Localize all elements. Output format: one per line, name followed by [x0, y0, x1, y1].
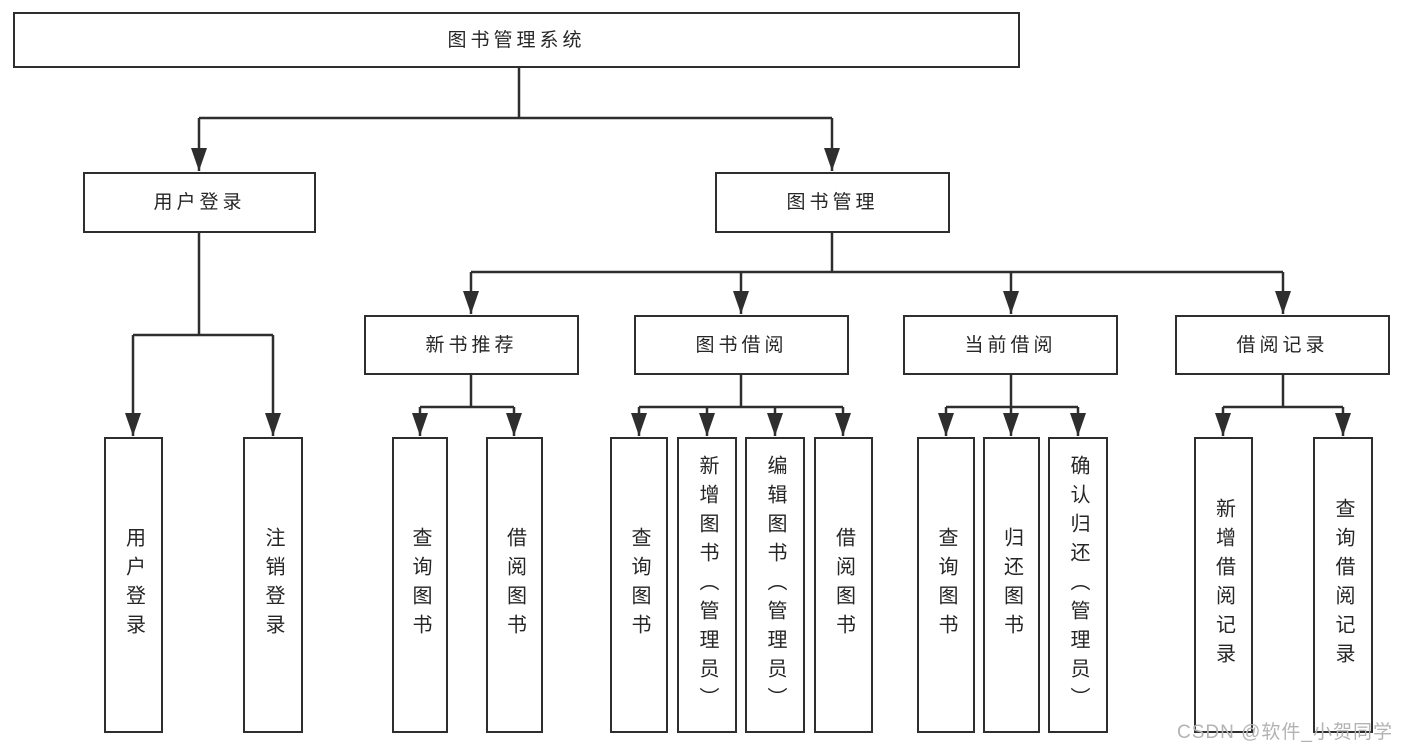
node-leaf-return-books-label: 归还图书: [1000, 527, 1023, 643]
node-current-borrowing: 当前借阅: [903, 315, 1118, 375]
node-leaf-query-books-2: 查询图书: [610, 437, 668, 733]
node-leaf-query-books-1-label: 查询图书: [409, 527, 431, 643]
node-borrowing-records: 借阅记录: [1175, 315, 1390, 375]
node-leaf-return-books: 归还图书: [983, 437, 1040, 733]
node-root: 图书管理系统: [13, 12, 1020, 68]
node-leaf-add-borrow-record: 新增借阅记录: [1194, 437, 1253, 733]
node-new-book-recommend-label: 新书推荐: [425, 334, 518, 356]
node-leaf-query-borrow-record-label: 查询借阅记录: [1332, 498, 1354, 672]
node-leaf-borrow-books-1: 借阅图书: [486, 437, 543, 733]
node-current-borrowing-label: 当前借阅: [964, 334, 1057, 356]
node-leaf-query-borrow-record: 查询借阅记录: [1313, 437, 1373, 733]
node-borrowing-records-label: 借阅记录: [1236, 334, 1329, 356]
node-book-management-label: 图书管理: [786, 192, 879, 213]
node-leaf-confirm-return-admin: 确认归还（管理员）: [1048, 437, 1108, 733]
node-user-login-branch: 用户登录: [83, 172, 316, 233]
node-user-login-branch-label: 用户登录: [153, 192, 246, 213]
node-leaf-query-books-3-label: 查询图书: [935, 527, 957, 643]
node-leaf-borrow-books-1-label: 借阅图书: [503, 527, 526, 643]
node-leaf-user-login: 用户登录: [104, 437, 163, 733]
node-leaf-logout-label: 注销登录: [262, 527, 284, 643]
node-leaf-edit-books-admin: 编辑图书（管理员）: [745, 437, 805, 733]
node-leaf-add-books-admin-label: 新增图书（管理员）: [696, 454, 718, 716]
node-root-label: 图书管理系统: [447, 29, 586, 51]
node-leaf-edit-books-admin-label: 编辑图书（管理员）: [764, 454, 786, 716]
node-book-borrowing-label: 图书借阅: [695, 334, 788, 356]
node-new-book-recommend: 新书推荐: [364, 315, 579, 375]
node-leaf-confirm-return-admin-label: 确认归还（管理员）: [1067, 454, 1089, 716]
node-leaf-borrow-books-2-label: 借阅图书: [832, 527, 855, 643]
node-leaf-query-books-2-label: 查询图书: [628, 527, 650, 643]
node-leaf-add-books-admin: 新增图书（管理员）: [677, 437, 737, 733]
node-leaf-query-books-3: 查询图书: [917, 437, 975, 733]
node-leaf-logout: 注销登录: [243, 437, 303, 733]
node-leaf-query-books-1: 查询图书: [392, 437, 448, 733]
node-book-management: 图书管理: [715, 172, 950, 233]
node-leaf-user-login-label: 用户登录: [122, 527, 145, 643]
watermark: CSDN @软件_小贺同学: [1177, 722, 1393, 743]
node-leaf-borrow-books-2: 借阅图书: [814, 437, 873, 733]
node-leaf-add-borrow-record-label: 新增借阅记录: [1212, 498, 1235, 672]
node-book-borrowing: 图书借阅: [634, 315, 849, 375]
